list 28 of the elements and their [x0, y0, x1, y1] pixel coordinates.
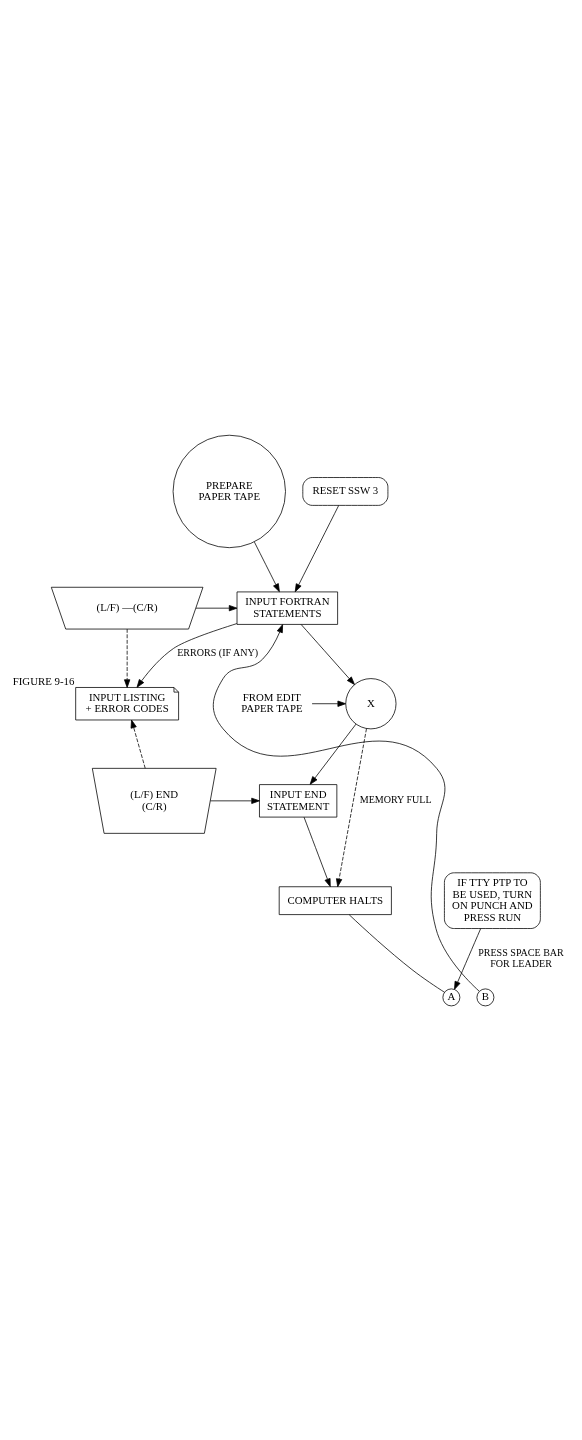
- node-box: IF TTY PTP TO BE USED, TURN ON PUNCH AND PRESS RUN: [444, 871, 541, 929]
- arrow: [303, 816, 331, 887]
- node-circle: PREPARE PAPER TAPE: [172, 434, 286, 548]
- node-box: INPUT END STATEMENT: [259, 783, 338, 817]
- arrow: [454, 927, 481, 990]
- arrow: [300, 623, 355, 685]
- arrow: [195, 604, 238, 611]
- edge-label: ERRORS (IF ANY): [177, 646, 259, 658]
- arrow: [309, 723, 357, 785]
- connector: [348, 913, 445, 993]
- arrow: [136, 622, 238, 688]
- node-box: COMPUTER HALTS: [278, 885, 392, 915]
- node-label: FIGURE 9-16: [12, 674, 75, 687]
- edge-label: MEMORY FULL: [359, 793, 432, 805]
- arrow: [124, 628, 131, 688]
- arrow: [254, 541, 280, 592]
- node-circle: A: [442, 988, 461, 1006]
- node-box: INPUT FORTRAN STATEMENTS: [236, 591, 338, 625]
- arrow: [212, 623, 480, 991]
- edge-label: PRESS SPACE BAR FOR LEADER: [478, 946, 564, 969]
- arrow: [130, 719, 146, 769]
- node-text: FROM EDIT PAPER TAPE: [241, 690, 303, 714]
- node-box: RESET SSW 3: [302, 476, 389, 506]
- arrow: [311, 700, 346, 707]
- arrow: [210, 797, 260, 804]
- arrow: [294, 504, 340, 592]
- node-circle: B: [476, 988, 495, 1006]
- arrow: [336, 727, 367, 887]
